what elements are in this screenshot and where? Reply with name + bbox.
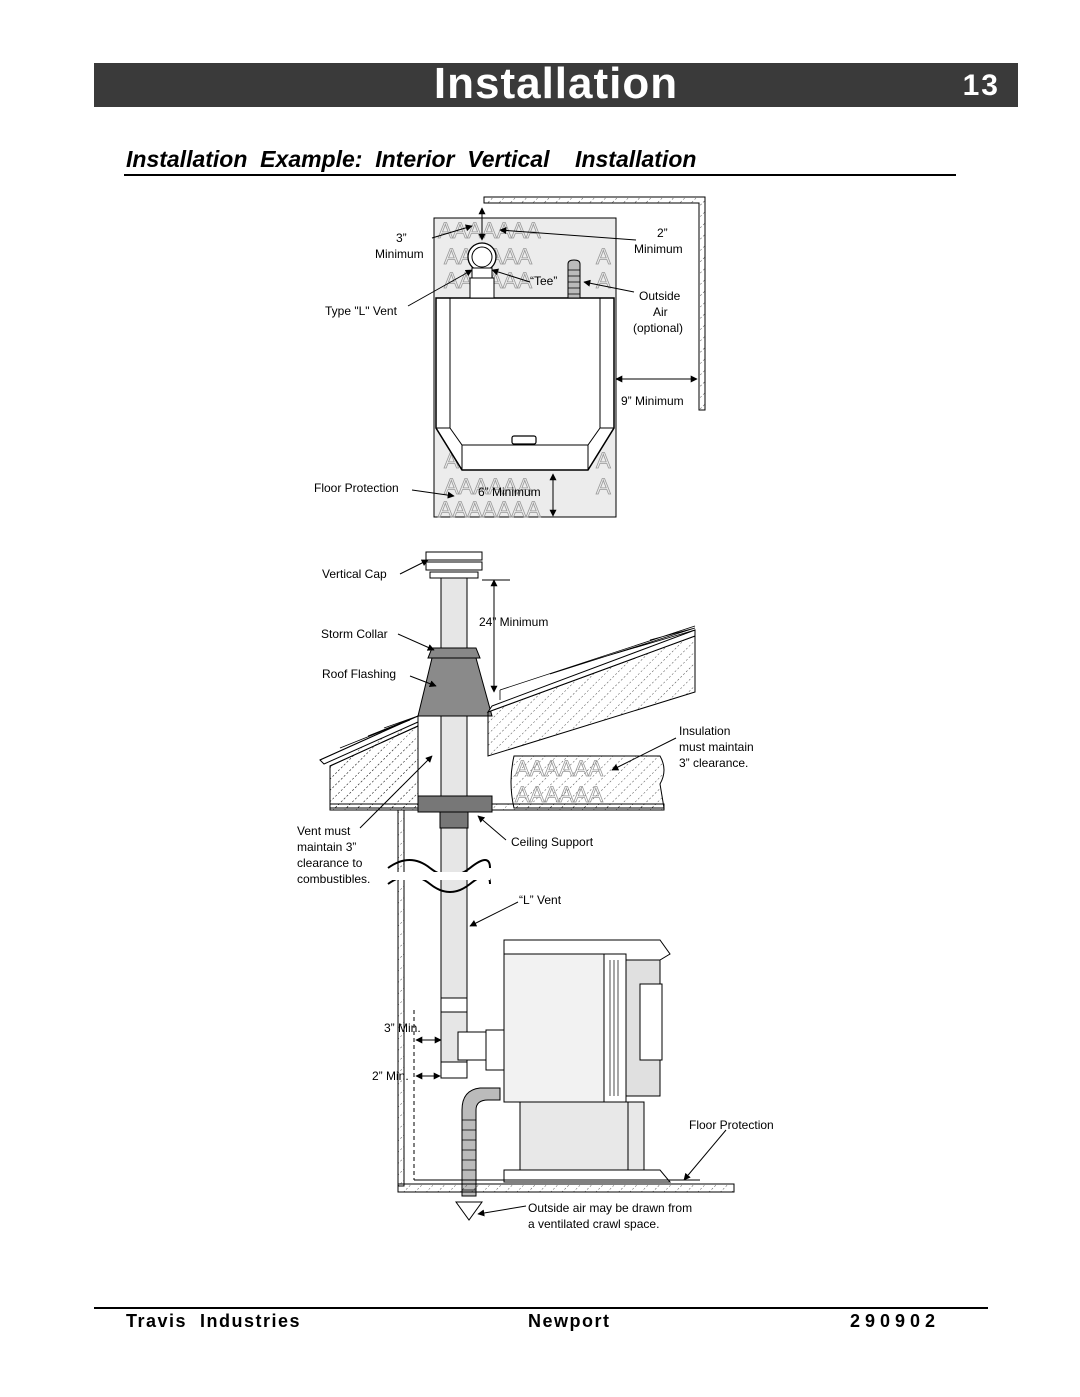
top-view-diagram: AAAAAAA AAAAAA A AAAAAA A A A AAAAAA A A… — [407, 196, 706, 522]
label-vent-must-2: maintain 3” — [297, 840, 356, 854]
label-insulation-2: must maintain — [679, 740, 754, 754]
label-vent-must-3: clearance to — [297, 856, 363, 870]
label-air: Air — [653, 305, 668, 319]
footer-model: Newport — [528, 1311, 611, 1331]
label-tee: “Tee” — [530, 274, 557, 288]
footer-rule — [94, 1307, 988, 1309]
svg-text:A: A — [596, 474, 611, 499]
label-insulation-3: 3” clearance. — [679, 756, 748, 770]
label-2-min: 2” Min. — [372, 1069, 409, 1083]
label-insulation-1: Insulation — [679, 724, 730, 738]
page-title: Installation — [433, 59, 679, 108]
label-2in: 2” — [657, 226, 668, 240]
label-3-min: 3” Min. — [384, 1021, 421, 1035]
svg-text:A: A — [596, 448, 611, 473]
svg-text:AAAAAA: AAAAAA — [444, 474, 532, 499]
label-roof-flashing: Roof Flashing — [322, 667, 396, 681]
label-type-l-vent: Type "L" Vent — [325, 304, 398, 318]
footer-code: 290902 — [850, 1311, 941, 1331]
label-vent-must-4: combustibles. — [297, 872, 370, 886]
label-floor-protection-side: Floor Protection — [689, 1118, 774, 1132]
label-outside-air-2: a ventilated crawl space. — [528, 1217, 659, 1231]
svg-text:A: A — [596, 268, 611, 293]
label-optional: (optional) — [633, 321, 683, 335]
side-view-diagram: AAAAAA AAAAAA — [319, 551, 735, 1221]
label-outside: Outside — [639, 289, 681, 303]
label-storm-collar: Storm Collar — [321, 627, 388, 641]
svg-text:AAAAAAA: AAAAAAA — [438, 497, 541, 522]
svg-text:AAAAAA: AAAAAA — [515, 756, 603, 781]
footer-company: Travis Industries — [126, 1311, 302, 1331]
label-vent-must-1: Vent must — [297, 824, 351, 838]
label-l-vent: “L” Vent — [519, 893, 562, 907]
subtitle-rule — [124, 174, 956, 176]
label-outside-air-1: Outside air may be drawn from — [528, 1201, 692, 1215]
page-number: 13 — [962, 69, 1000, 102]
svg-text:AAAAAAA: AAAAAAA — [438, 218, 541, 243]
label-vertical-cap: Vertical Cap — [322, 567, 387, 581]
label-floor-protection-top: Floor Protection — [314, 481, 399, 495]
label-9-minimum: 9” Minimum — [621, 394, 684, 408]
section-subtitle: Installation Example: Interior Vertical … — [126, 146, 697, 172]
label-ceiling-support: Ceiling Support — [511, 835, 594, 849]
svg-text:A: A — [596, 244, 611, 269]
label-3in: 3” — [396, 231, 407, 245]
label-minimum-right: Minimum — [634, 242, 683, 256]
label-24-minimum: 24” Minimum — [479, 615, 548, 629]
label-6-minimum: 6” Minimum — [478, 485, 541, 499]
header-bar: Installation 13 — [94, 59, 1018, 108]
svg-text:AAAAAA: AAAAAA — [515, 782, 603, 807]
label-minimum-left: Minimum — [375, 247, 424, 261]
